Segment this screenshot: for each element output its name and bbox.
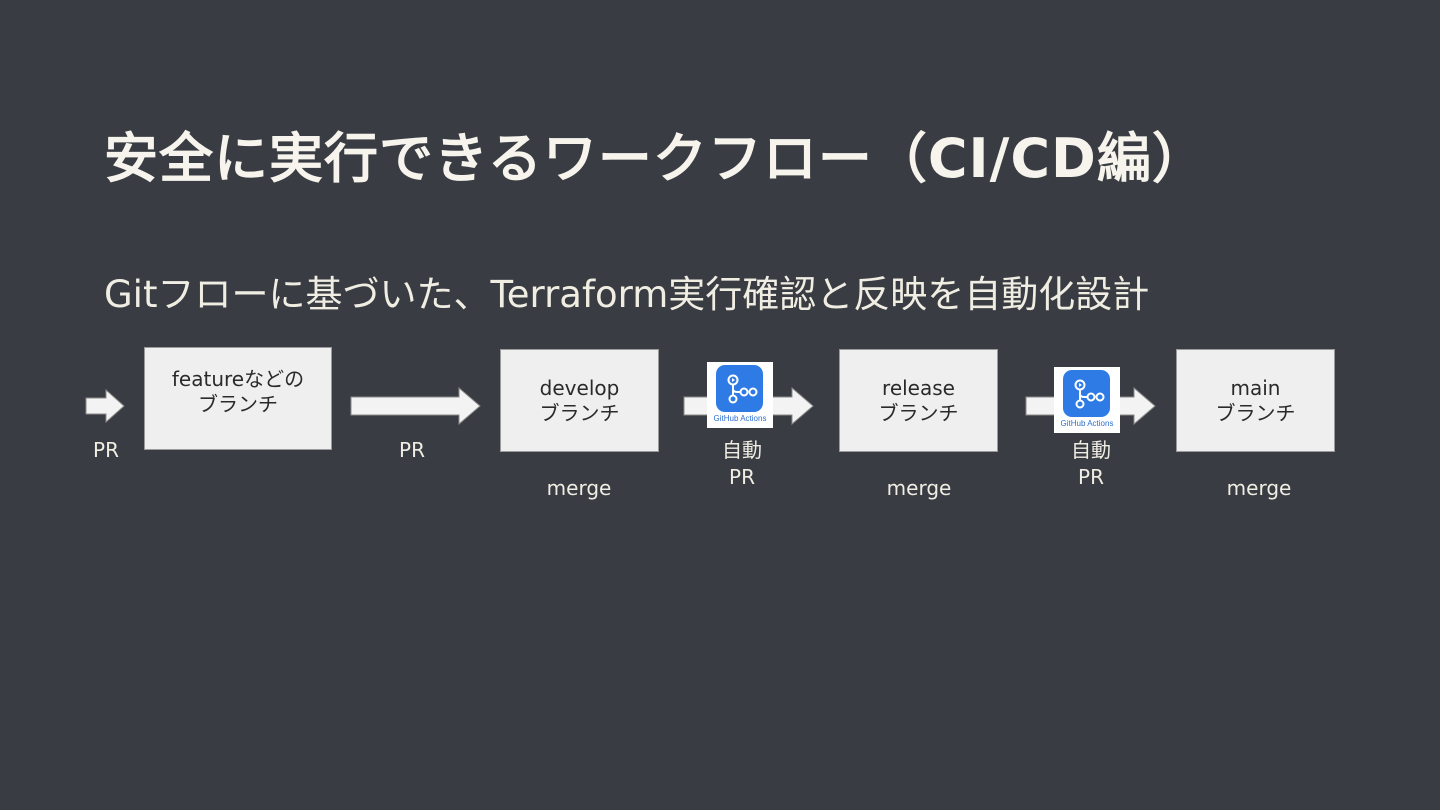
label-pr-feature: PR (399, 438, 425, 462)
github-actions-logo-1: GitHub Actions (707, 362, 773, 428)
label-merge-develop: merge (546, 476, 612, 500)
github-actions-logo-2: GitHub Actions (1054, 367, 1120, 433)
github-actions-icon (716, 365, 763, 412)
box-develop-branch: develop ブランチ (500, 349, 659, 452)
box-main-line1: main (1230, 375, 1281, 400)
arrow-feature-to-develop (350, 386, 481, 426)
box-feature-branch: featureなどの ブランチ (144, 347, 332, 450)
github-actions-icon (1063, 370, 1110, 417)
label-auto-pr-1-bottom: PR (729, 465, 755, 489)
label-auto-pr-2-bottom: PR (1078, 465, 1104, 489)
github-actions-caption: GitHub Actions (713, 414, 767, 423)
box-develop-line1: develop (539, 375, 620, 400)
box-main-branch: main ブランチ (1176, 349, 1335, 452)
box-release-line2: ブランチ (878, 400, 959, 425)
box-feature-line2: ブランチ (198, 391, 278, 416)
github-actions-caption: GitHub Actions (1060, 419, 1114, 428)
box-main-line2: ブランチ (1215, 400, 1296, 425)
box-develop-line2: ブランチ (539, 400, 620, 425)
box-feature-line1: featureなどの (171, 366, 305, 391)
slide-subtitle: Gitフローに基づいた、Terraform実行確認と反映を自動化設計 (104, 273, 1150, 316)
box-release-branch: release ブランチ (839, 349, 998, 452)
arrow-incoming (85, 388, 125, 424)
box-release-line1: release (882, 375, 955, 400)
label-merge-release: merge (886, 476, 952, 500)
label-auto-pr-1-top: 自動 (722, 438, 762, 462)
label-merge-main: merge (1226, 476, 1292, 500)
label-pr-incoming: PR (93, 438, 119, 462)
slide-title: 安全に実行できるワークフロー（CI/CD編） (104, 127, 1207, 190)
label-auto-pr-2-top: 自動 (1071, 438, 1111, 462)
